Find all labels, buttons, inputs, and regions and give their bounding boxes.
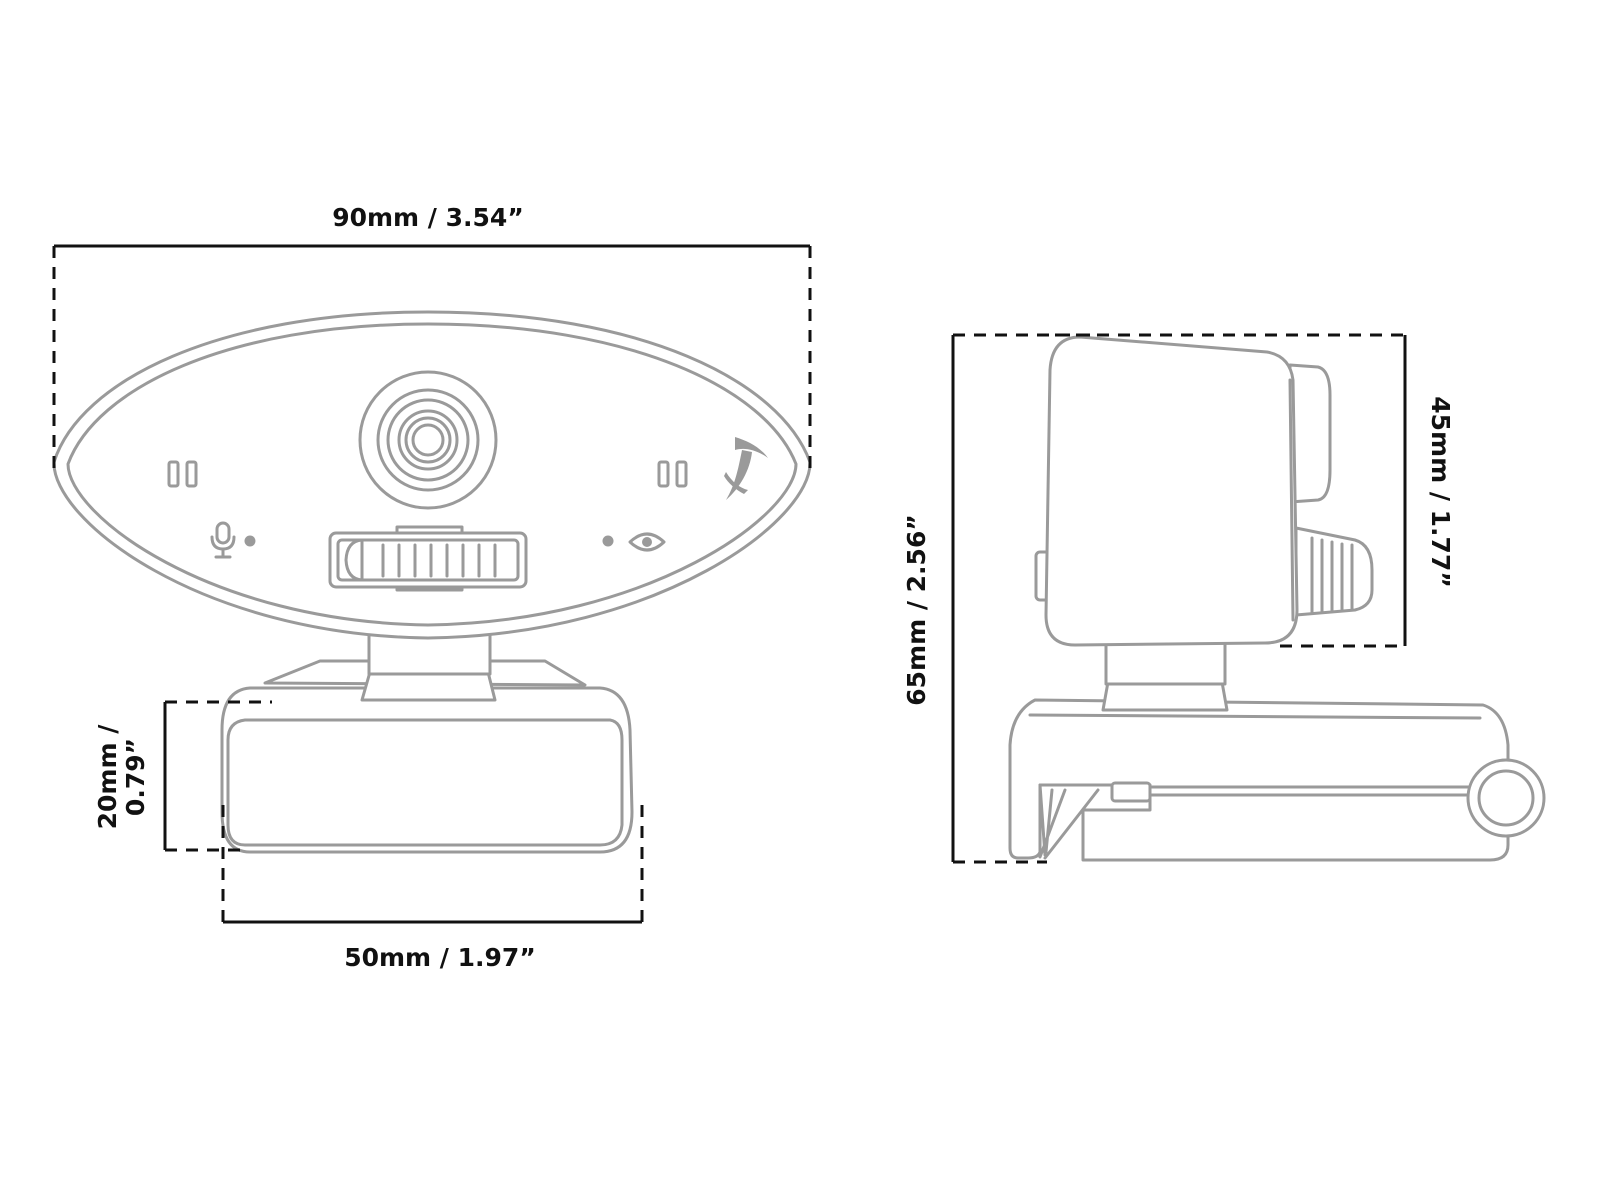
right-mic-slots: [657, 460, 688, 488]
side-hinge-knob: [1466, 758, 1546, 838]
side-clip-base: [1008, 698, 1510, 862]
front-view: [52, 310, 812, 854]
dimension-total-height: 65mm / 2.56”: [902, 333, 1090, 864]
side-lens-ring-grooves: [1310, 536, 1354, 614]
camera-head-inner: [66, 322, 798, 627]
side-front-bezel: [1288, 363, 1332, 504]
left-mic-slots: [167, 460, 198, 488]
base-width-label: 50mm / 1.97”: [344, 943, 536, 972]
side-neck-collar: [1101, 680, 1229, 712]
base-height-label-line2: 0.79”: [121, 738, 150, 816]
eye-icon: [628, 532, 666, 552]
side-clip-inner-ridge: [1028, 713, 1482, 720]
base-height-label-line1: 20mm /: [93, 724, 122, 830]
front-neck-collar: [360, 670, 497, 702]
side-lens-ring: [1294, 526, 1374, 617]
camera-indicator-dot: [602, 535, 614, 547]
side-clip-front-leg: [1038, 783, 1100, 860]
privacy-shutter: [328, 525, 528, 592]
head-height-label: 45mm / 1.77”: [1426, 396, 1455, 588]
side-head-body: [1044, 335, 1299, 647]
lens: [358, 370, 498, 510]
dimension-head-height: 45mm / 1.77”: [1055, 333, 1455, 648]
front-base-block: [220, 686, 634, 854]
width-label: 90mm / 3.54”: [332, 203, 524, 232]
side-neck: [1104, 638, 1227, 686]
brand-logo-icon: [724, 437, 768, 500]
dimension-width: 90mm / 3.54”: [52, 203, 812, 475]
front-base-inner: [226, 718, 624, 847]
total-height-label: 65mm / 2.56”: [902, 514, 931, 706]
side-clip-latch: [1110, 781, 1152, 803]
microphone-icon: [210, 521, 236, 559]
side-clip-rail: [1146, 785, 1482, 797]
side-head-seam: [1288, 378, 1295, 622]
dimension-base-height: 20mm / 0.79”: [93, 700, 272, 852]
dimension-base-width: 50mm / 1.97”: [221, 805, 644, 972]
mic-indicator-dot: [244, 535, 256, 547]
side-view: [1008, 335, 1546, 862]
